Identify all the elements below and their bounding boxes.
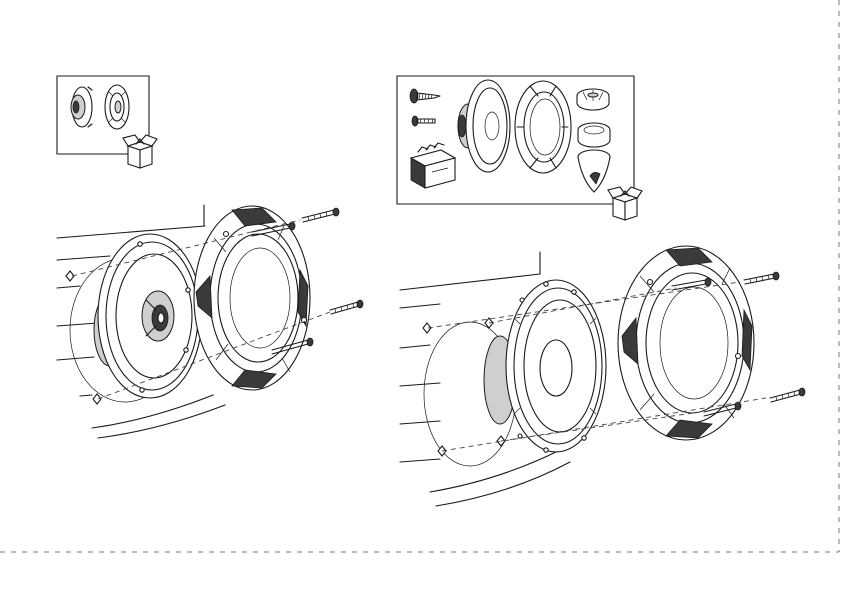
kit-mounting-ring <box>105 85 129 129</box>
kit-machine-screw <box>412 116 435 126</box>
right-kit-contents-box <box>397 76 642 220</box>
open-box-icon <box>123 135 157 168</box>
kit-woofer <box>458 80 510 172</box>
kit-crossover-block <box>411 143 455 188</box>
right-woofer <box>506 280 606 452</box>
left-installation-assembly <box>57 205 363 438</box>
kit-wood-screw <box>410 89 440 103</box>
left-mount-clip <box>93 394 101 404</box>
left-kit-contents-box <box>57 76 157 168</box>
right-installation-assembly <box>400 246 805 506</box>
kit-flush-mount-ring <box>578 123 610 147</box>
kit-tweeter-cup <box>577 89 609 110</box>
kit-surface-mount-cup <box>578 150 610 192</box>
open-box-icon <box>608 187 642 220</box>
left-coaxial-speaker <box>98 234 202 398</box>
kit-coaxial-speaker <box>71 87 92 127</box>
left-speaker-grille <box>194 206 310 390</box>
kit-grille-ring <box>515 81 571 173</box>
